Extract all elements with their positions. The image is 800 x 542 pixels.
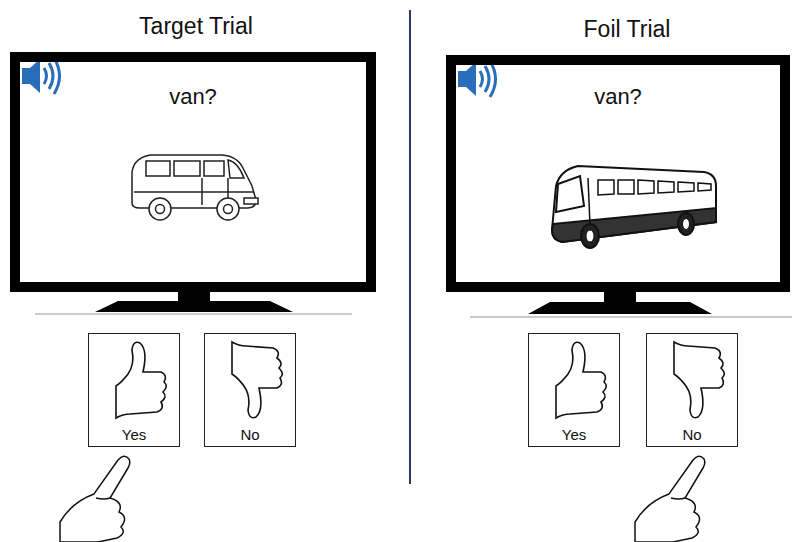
sound-wave <box>490 61 496 97</box>
thumbs-down-icon <box>232 342 282 418</box>
monitor-screen: van? <box>10 52 376 292</box>
thumbs-down-icon <box>674 342 724 418</box>
panel-heading: Foil Trial <box>584 16 671 42</box>
bus-door <box>588 178 590 225</box>
table-line <box>470 316 792 317</box>
van-wheel <box>217 198 239 220</box>
prompt-word: van? <box>594 84 642 109</box>
pointing-hand <box>60 456 130 542</box>
van-drawing <box>132 155 258 220</box>
bus-skirt <box>552 208 716 242</box>
stand-neck <box>604 291 636 302</box>
thumbs-up-icon <box>116 342 166 418</box>
speaker-body <box>22 68 30 84</box>
answer-button: Yes <box>88 333 180 447</box>
pointing-hand <box>635 456 705 542</box>
finger-crease <box>96 498 110 499</box>
sound-wave <box>54 58 60 94</box>
van-wheel <box>149 198 171 220</box>
panel-divider <box>409 10 411 484</box>
speaker-body <box>458 71 466 87</box>
van-window <box>174 161 200 176</box>
van-trim <box>134 191 254 193</box>
van-window <box>204 161 224 176</box>
answer-label: No <box>682 426 701 443</box>
bus-drawing <box>552 166 716 248</box>
table-line <box>35 313 352 314</box>
van-windshield <box>228 160 244 178</box>
thumb-outline <box>556 342 606 418</box>
van-hub <box>156 205 165 214</box>
answer-button: No <box>646 333 738 447</box>
finger-crease <box>671 498 685 499</box>
monitor-stand <box>470 291 792 317</box>
bus-hub <box>586 230 594 242</box>
answer-label: Yes <box>562 426 586 443</box>
bus-window <box>618 180 634 194</box>
stand-neck <box>178 291 210 302</box>
thumb-outline <box>232 342 282 418</box>
panel-heading: Target Trial <box>139 13 253 39</box>
bus-windshield <box>556 176 584 212</box>
bus-body <box>552 166 716 242</box>
van-body <box>132 155 256 208</box>
bus-wheel <box>678 213 694 235</box>
answer-button: Yes <box>528 333 620 447</box>
sound-wave <box>44 68 47 84</box>
van-bumper <box>244 198 258 204</box>
bus-wheel <box>581 224 599 248</box>
bus-window <box>698 183 711 191</box>
bus-window <box>638 180 654 194</box>
prompt-word: van? <box>169 84 217 109</box>
speaker-icon <box>22 58 60 94</box>
sound-wave <box>485 66 489 92</box>
bus-window <box>658 181 674 193</box>
monitor-stand <box>35 291 352 314</box>
bus-window <box>598 180 614 195</box>
bus-hub <box>683 219 690 230</box>
answer-label: No <box>240 426 259 443</box>
sound-wave <box>49 63 53 89</box>
bus-window <box>678 182 694 192</box>
hand-outline <box>635 456 705 542</box>
stand-base <box>95 301 293 312</box>
thumb-outline <box>674 342 724 418</box>
stand-base <box>528 302 712 314</box>
answer-label: Yes <box>122 426 146 443</box>
monitor-screen: van? <box>446 55 790 292</box>
van-window <box>146 161 170 176</box>
thumbs-up-icon <box>556 342 606 418</box>
sound-wave <box>480 71 483 87</box>
speaker-icon <box>458 61 496 97</box>
hand-outline <box>60 456 130 542</box>
speaker-cone <box>466 62 476 96</box>
van-hub <box>224 205 233 214</box>
speaker-cone <box>30 59 40 93</box>
answer-button: No <box>204 333 296 447</box>
